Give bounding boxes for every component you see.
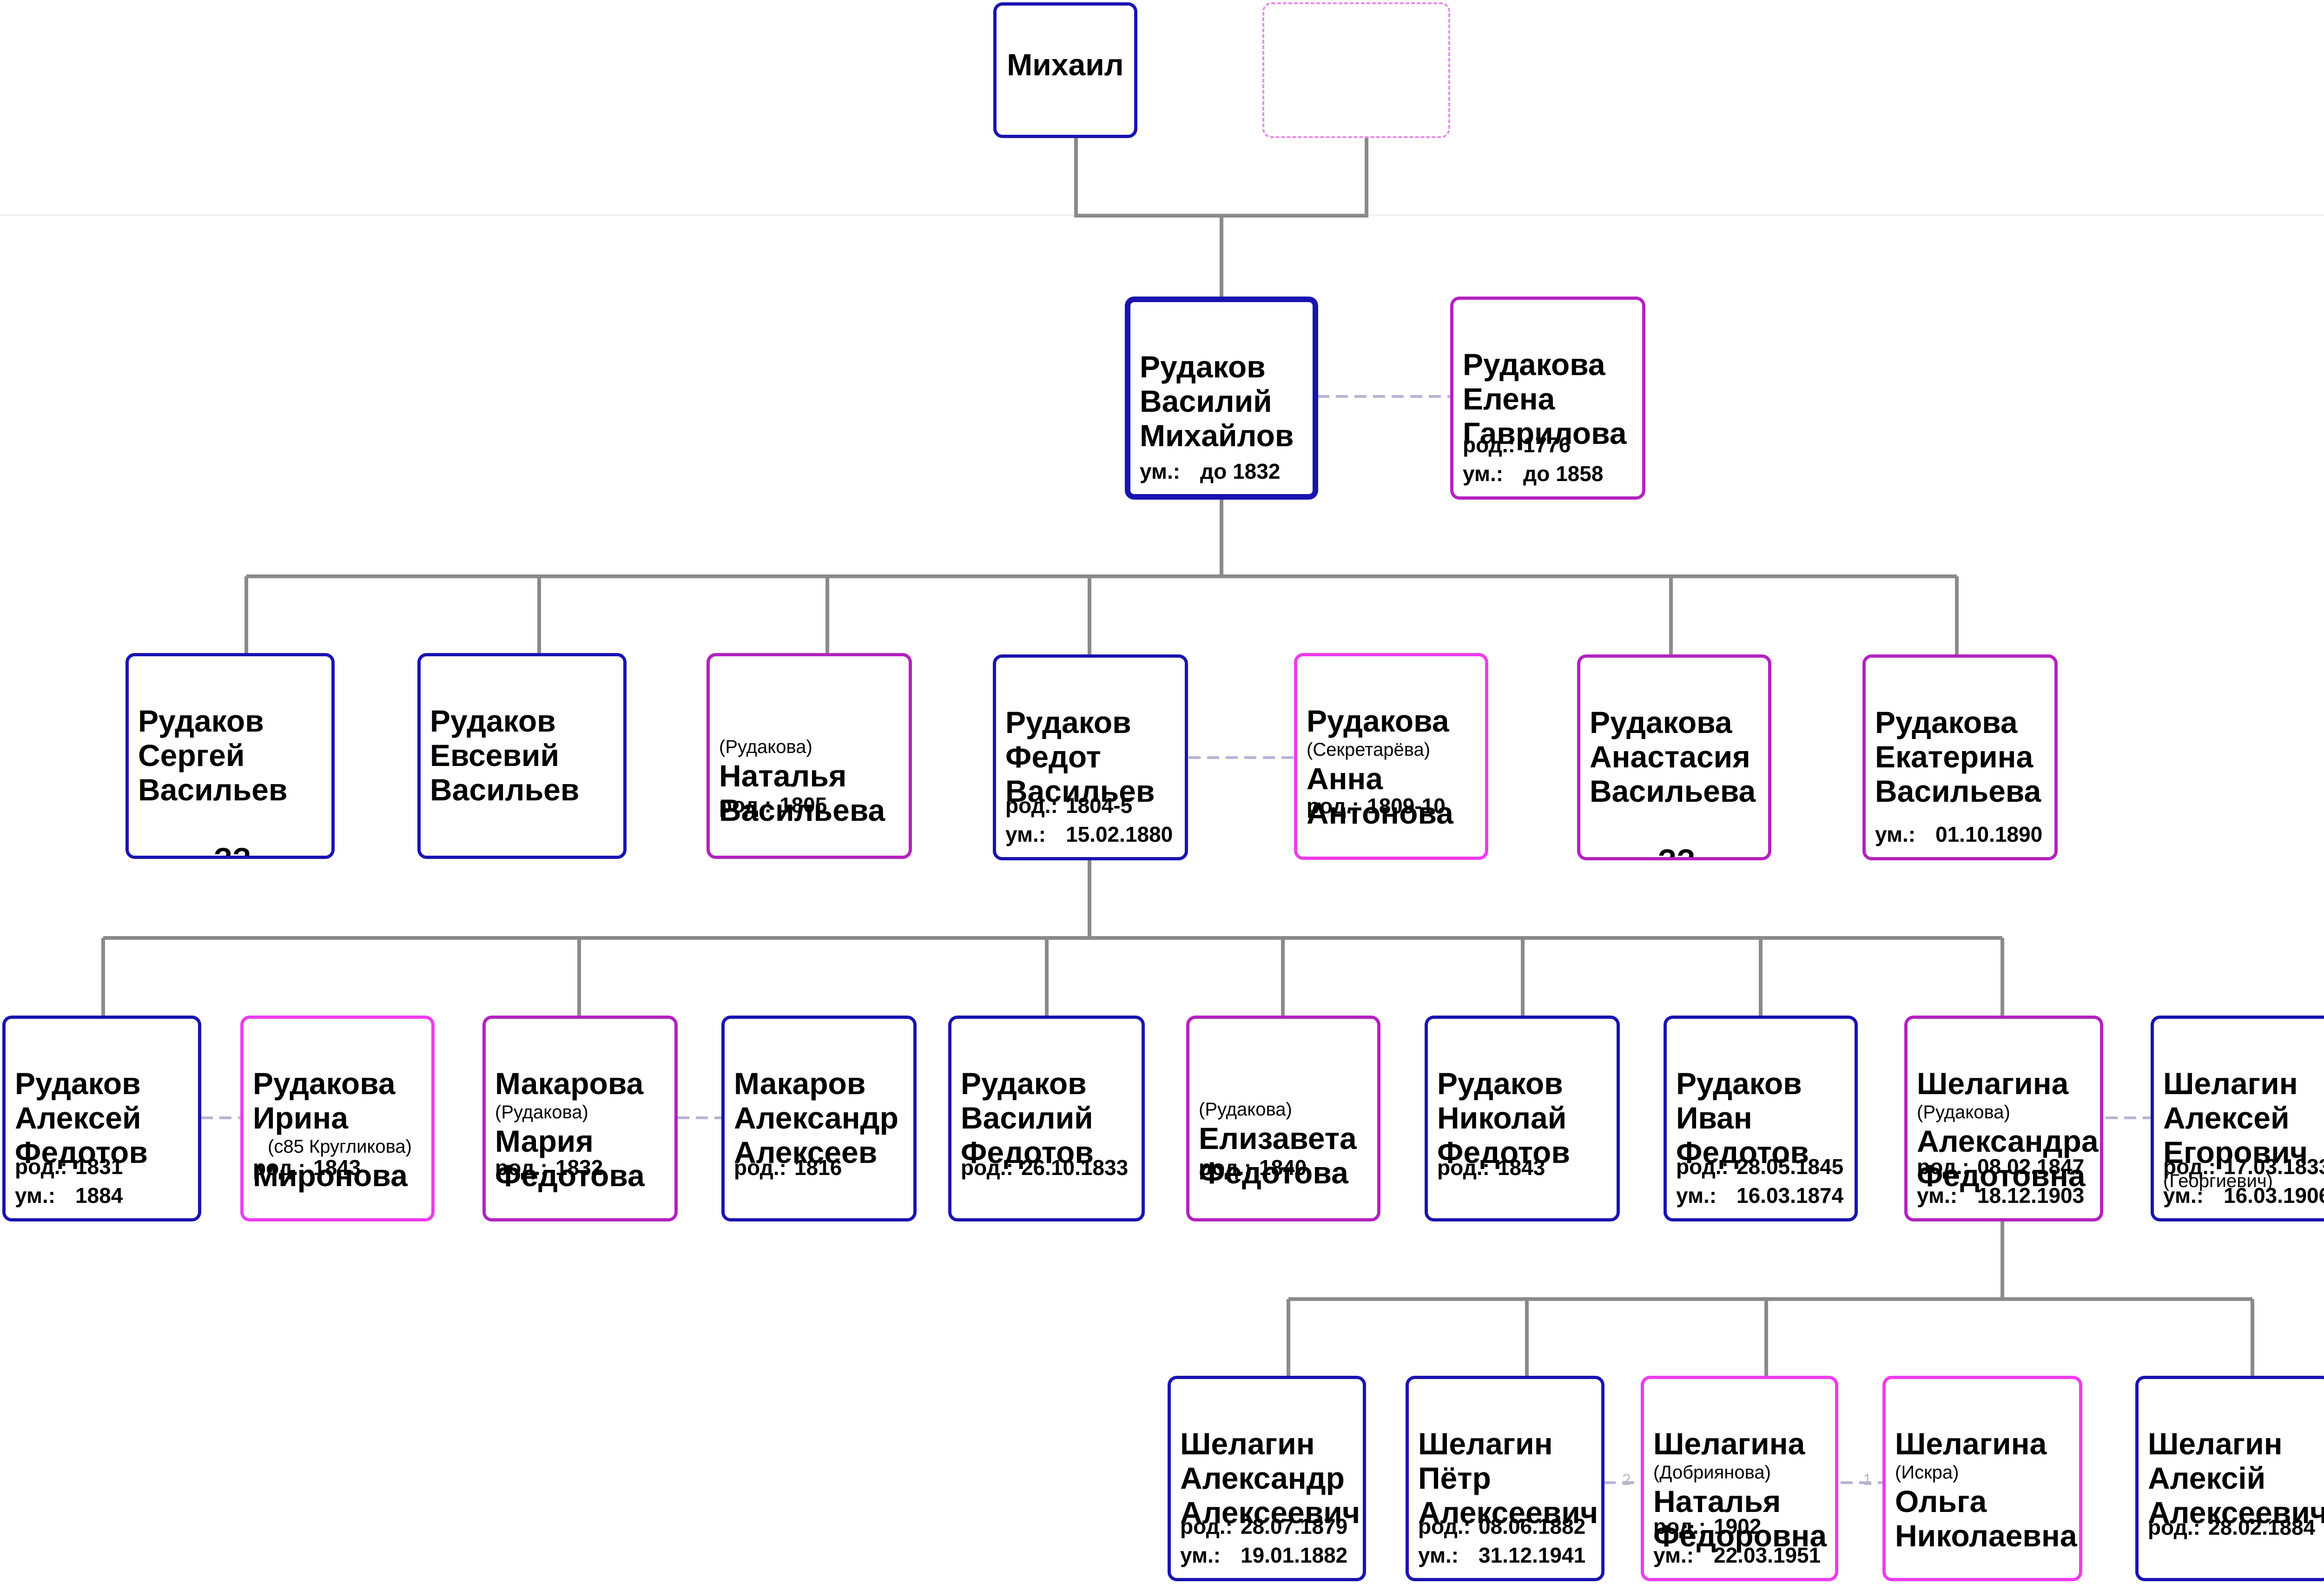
person-dates: ум.:01.10.1890: [1875, 822, 2043, 846]
person-dates: род.:17.03.1833 ум.:16.03.1906: [2163, 1155, 2324, 1208]
unknown-mark: ??: [213, 841, 251, 859]
person-dates: род.:08.06.1882 ум.:31.12.1941: [1418, 1514, 1586, 1567]
person-dates: род.:26.10.1833: [961, 1155, 1129, 1180]
person-dates: род.:1804-5 ум.:15.02.1880: [1005, 793, 1173, 846]
person-dates: род.:28.07.1879 ум.:19.01.1882: [1180, 1514, 1348, 1567]
person-card-unknown[interactable]: [1262, 2, 1450, 138]
person-dates: род.:1840: [1199, 1155, 1307, 1180]
person-dates: род.:08.02.1847 ум.:18.12.1903: [1917, 1155, 2085, 1208]
person-name: Михаил: [1007, 47, 1124, 82]
person-dates: род.:1805: [719, 793, 827, 817]
person-dates: род.:1902 ум.:22.03.1951: [1653, 1514, 1821, 1567]
person-dates: род.:1832: [495, 1155, 603, 1180]
person-dates: род.:1843: [1437, 1155, 1545, 1180]
spouse-order-tag: 1: [1863, 1471, 1872, 1489]
spouse-order-tag: 2: [1622, 1471, 1631, 1489]
person-card-mikhail[interactable]: Михаил: [993, 2, 1137, 138]
unknown-mark: ??: [1657, 843, 1696, 860]
person-dates: род.:1776 ум.:до 1858: [1463, 433, 1604, 486]
person-dates: род.:1831 ум.:1884: [15, 1155, 123, 1208]
person-dates: род.:1843: [253, 1155, 361, 1180]
person-dates: род.:28.05.1845 ум.:16.03.1874: [1676, 1155, 1844, 1208]
person-dates: род.:28.02.1884: [2148, 1515, 2316, 1539]
person-dates: род.:1816: [734, 1155, 842, 1180]
person-dates: род.:1809-10: [1307, 794, 1446, 818]
person-dates: ум.:до 1832: [1140, 459, 1281, 483]
